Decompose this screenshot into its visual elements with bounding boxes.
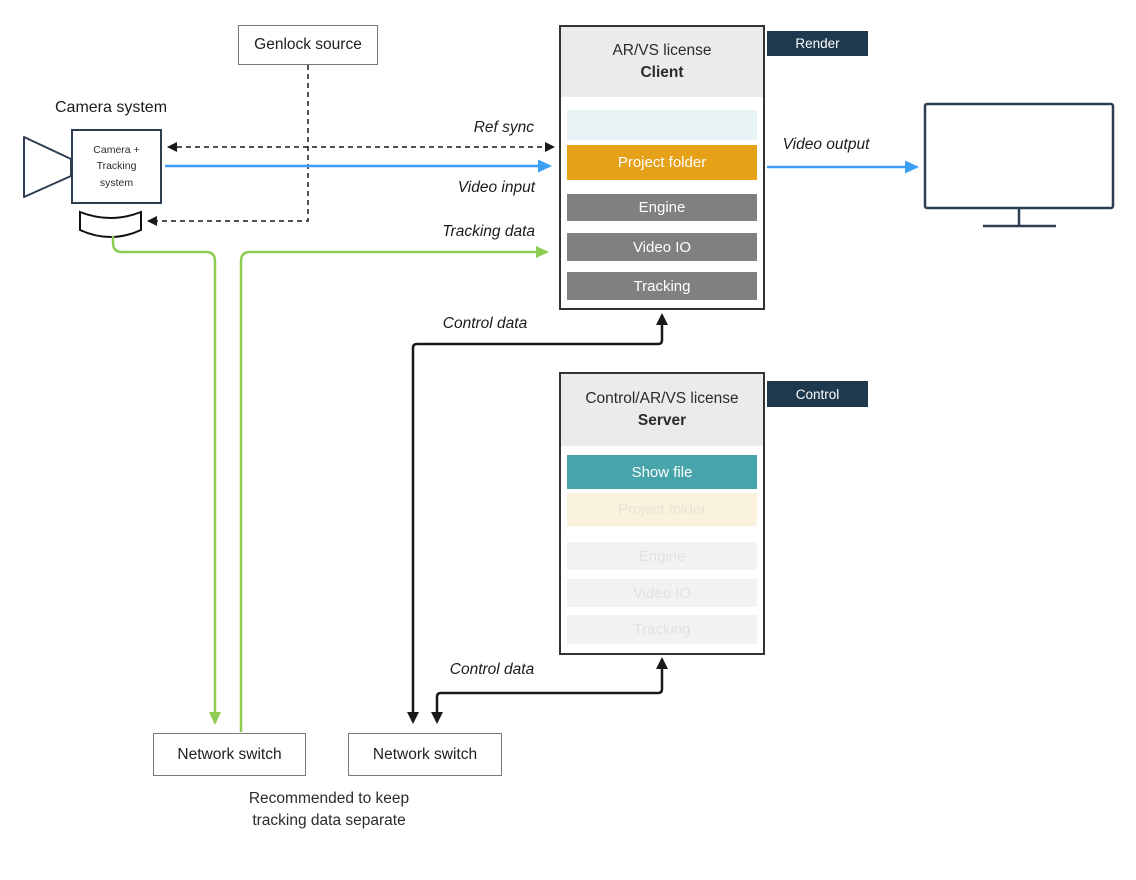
server-header: Control/AR/VS license Server — [561, 374, 763, 446]
client-title: AR/VS license — [612, 42, 712, 60]
network-switch-1-box: Network switch — [153, 733, 306, 776]
camera-tracking-label: Camera + Tracking system — [93, 144, 140, 189]
client-box: AR/VS license Client Project folder Engi… — [559, 25, 765, 310]
client-row-video-io: Video IO — [567, 233, 757, 261]
client-subtitle: Client — [640, 64, 684, 81]
network-switch-2-box: Network switch — [348, 733, 502, 776]
monitor-icon — [923, 102, 1115, 228]
tracking-to-switch-line — [111, 236, 221, 725]
camera-lens-icon — [23, 136, 72, 198]
control-data-bottom-label: Control data — [449, 661, 535, 678]
recommendation-note: Recommended to keep tracking data separa… — [248, 790, 410, 830]
client-row-tracking: Tracking — [567, 272, 757, 300]
video-output-label: Video output — [782, 136, 870, 153]
client-row-project-folder: Project folder — [567, 145, 757, 180]
genlock-source-box: Genlock source — [238, 25, 378, 65]
genlock-to-tracking-line — [147, 65, 309, 226]
server-row-engine: Engine — [567, 542, 757, 570]
camera-system-label: Camera system — [55, 99, 168, 116]
control-tag: Control — [767, 381, 868, 407]
server-subtitle: Server — [637, 412, 687, 429]
ref-sync-label: Ref sync — [473, 119, 534, 136]
server-box: Control/AR/VS license Server Show file P… — [559, 372, 765, 655]
control-data-top-label: Control data — [442, 315, 528, 332]
server-row-project-folder: Project folder — [567, 493, 757, 526]
genlock-source-label: Genlock source — [254, 36, 362, 53]
tracking-data-label: Tracking data — [442, 223, 535, 240]
client-row-engine: Engine — [567, 194, 757, 221]
server-row-tracking: Tracking — [567, 615, 757, 644]
server-row-show-file: Show file — [567, 455, 757, 489]
render-tag: Render — [767, 31, 868, 56]
client-row-buffer — [567, 110, 757, 140]
client-header: AR/VS license Client — [561, 27, 763, 97]
server-title: Control/AR/VS license — [585, 390, 739, 408]
server-row-video-io: Video IO — [567, 579, 757, 607]
video-input-label: Video input — [457, 179, 535, 196]
camera-mount-icon — [79, 210, 142, 238]
camera-tracking-box: Camera + Tracking system — [71, 129, 162, 204]
